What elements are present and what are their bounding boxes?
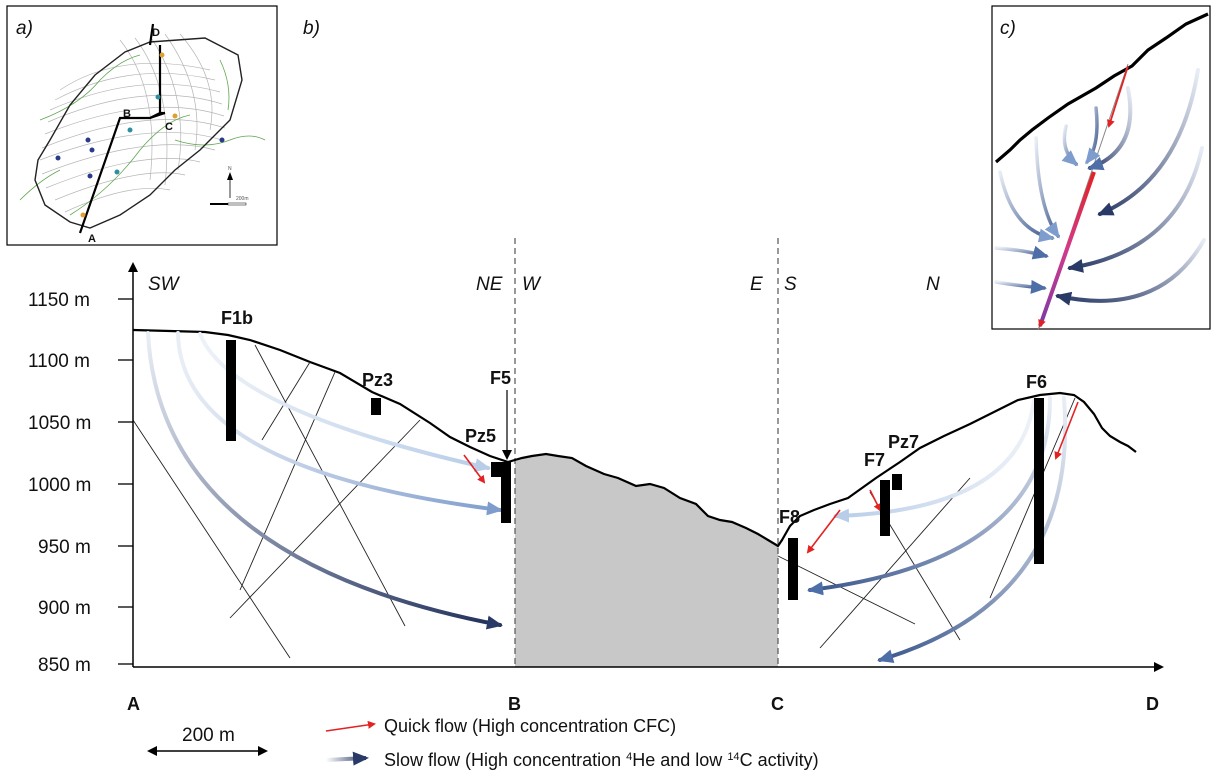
well-label-F8: F8 (779, 507, 800, 527)
well-label-Pz5: Pz5 (465, 426, 496, 446)
well-bar-F5 (501, 462, 511, 523)
orientation-N: N (926, 274, 940, 295)
inset-map-frame (6, 5, 278, 246)
y-tick-900: 900 m (38, 598, 91, 619)
map-scale-bar: 200m (210, 196, 249, 206)
y-tick-950: 950 m (38, 537, 91, 558)
x-point-C: C (771, 694, 784, 714)
fault-detail-flow-zone (1038, 171, 1096, 328)
map-point-C: C (165, 121, 173, 133)
map-point-B: B (123, 108, 131, 120)
slow-flow-arrows-right (807, 396, 1068, 663)
slow-flow-arrow-mid (176, 331, 503, 516)
catchment-boundary (34, 37, 243, 229)
well-bar-F8 (788, 538, 798, 600)
well-label-F7: F7 (864, 450, 885, 470)
quick-flow-arrow-f7 (869, 489, 881, 512)
well-label-F6: F6 (1026, 372, 1047, 392)
slow-flow-arrow-right-mid (807, 396, 1052, 596)
panel-label-a: a) (16, 18, 33, 39)
well-bar-Pz3 (371, 398, 381, 415)
svg-text:N: N (228, 166, 232, 172)
y-tick-850: 850 m (38, 655, 91, 676)
orientation-NE: NE (476, 274, 503, 295)
orientation-SW: SW (148, 274, 181, 295)
quick-flow-arrow-f6 (1054, 401, 1079, 460)
fault-detail-slow-flows (994, 68, 1206, 306)
well-label-Pz3: Pz3 (362, 370, 393, 390)
fault-detail-panel: c) (991, 5, 1211, 331)
map-north-arrow: N (227, 166, 233, 198)
well-label-Pz7: Pz7 (888, 432, 919, 452)
fault-detail-frame (991, 5, 1211, 330)
slow-flow-arrow-right-deep (877, 396, 1068, 663)
inset-map-panel: a) (6, 5, 278, 246)
slow-flow-arrows-left (146, 331, 503, 630)
well-bar-F6 (1034, 398, 1044, 564)
topographic-surface (132, 328, 1137, 548)
legend-quick-flow-label: Quick flow (High concentration CFC) (384, 716, 676, 736)
map-wells (55, 52, 225, 218)
panel-label-b: b) (303, 18, 320, 39)
x-point-D: D (1146, 694, 1159, 714)
map-contours (39, 33, 226, 213)
svg-text:200m: 200m (236, 196, 249, 202)
slow-flow-arrow-shallow (198, 332, 491, 472)
scale-bar-label: 200 m (182, 725, 235, 746)
well-bars (226, 340, 1044, 600)
slow-flow-arrow-deep (146, 331, 503, 630)
legend-slow-flow-swatch (325, 751, 369, 766)
map-point-D: D (152, 27, 160, 39)
fault-detail-quick-flow-arrow (1106, 65, 1129, 128)
map-point-A: A (88, 233, 96, 245)
y-tick-1100: 1100 m (28, 351, 90, 372)
well-bar-Pz5 (491, 462, 501, 477)
legend: Quick flow (High concentration CFC) Slow… (325, 716, 819, 770)
well-bar-F7 (880, 480, 890, 536)
y-axis-ticks (118, 298, 133, 665)
x-point-A: A (127, 694, 140, 714)
y-tick-1050: 1050 m (28, 413, 91, 434)
well-label-F1b: F1b (221, 308, 253, 328)
fracture-lines (132, 344, 1076, 659)
orientation-S: S (784, 274, 797, 295)
orientation-W: W (522, 274, 542, 295)
y-tick-1000: 1000 m (28, 475, 91, 496)
legend-slow-flow-label: Slow flow (High concentration 4He and lo… (384, 750, 819, 770)
orientation-E: E (750, 274, 763, 295)
section-scale-bar: 200 m (147, 725, 268, 756)
quick-flow-arrow-f8 (806, 509, 841, 554)
panel-label-c: c) (1000, 18, 1016, 39)
well-bar-F1b (226, 340, 236, 441)
quick-flow-arrow-pz5 (463, 454, 486, 484)
legend-quick-flow-swatch (325, 720, 376, 732)
valley-shaded-zone (515, 454, 778, 667)
x-point-B: B (508, 694, 521, 714)
quick-flow-arrows (463, 401, 1079, 554)
well-bar-Pz7 (892, 474, 902, 490)
fault-detail-surface (994, 12, 1209, 164)
well-label-F5: F5 (490, 368, 511, 388)
y-tick-1150: 1150 m (28, 290, 90, 311)
map-streams (19, 54, 266, 216)
